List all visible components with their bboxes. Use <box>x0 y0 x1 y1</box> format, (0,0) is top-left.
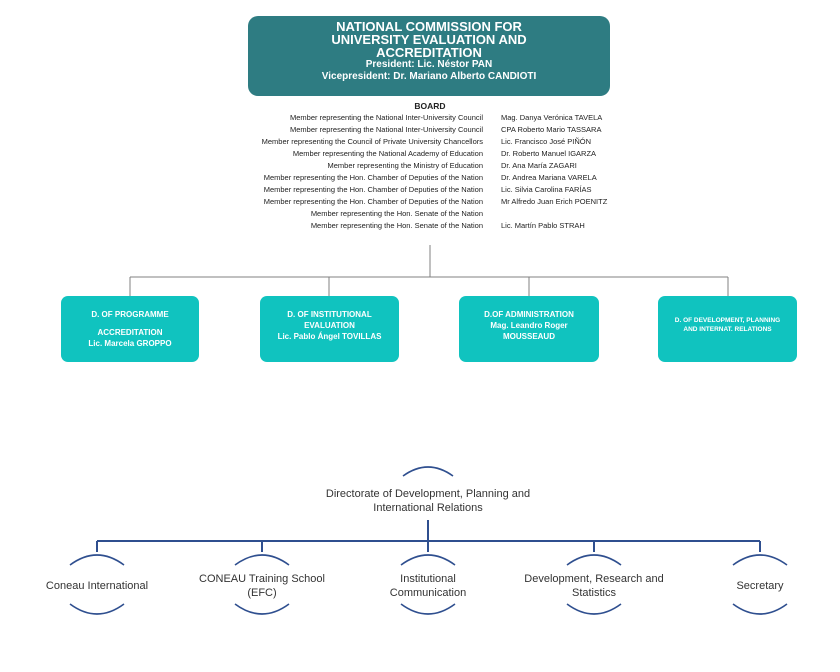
subchart-root-line2: International Relations <box>373 502 483 514</box>
board-role: Member representing the Hon. Chamber of … <box>263 185 483 194</box>
unit-label-line1: CONEAU Training School <box>199 573 325 585</box>
unit-arc-top-5 <box>732 554 788 566</box>
unit-label-line1: Development, Research and <box>524 573 664 585</box>
unit-development-research-statistics: Development, Research and Statistics <box>509 572 679 600</box>
board-role: Member representing the National Academy… <box>292 149 483 158</box>
directorate-development-line1: D. OF DEVELOPMENT, PLANNING <box>674 317 781 324</box>
commission-header-box: NATIONAL COMMISSION FOR UNIVERSITY EVALU… <box>248 16 610 96</box>
directorate-development-line2: AND INTERNAT. RELATIONS <box>683 326 772 333</box>
board-member-name: Dr. Ana María ZAGARI <box>501 161 577 170</box>
directorate-administration-head-line2: MOUSSEAUD <box>502 332 555 341</box>
directorate-programme-line2: ACCREDITATION <box>97 328 163 337</box>
board-roles-list: Member representing the National Inter-U… <box>150 112 483 232</box>
unit-arc-top-3 <box>400 554 456 566</box>
unit-institutional-communication: Institutional Communication <box>368 572 488 600</box>
directorate-administration-head-line1: Mag. Leandro Roger <box>490 321 568 330</box>
unit-label-line1: Coneau International <box>45 580 149 592</box>
commission-title-line2: UNIVERSITY EVALUATION AND <box>331 32 527 47</box>
board-member-name: CPA Roberto Mario TASSARA <box>501 125 602 134</box>
vicepresident-label: Vicepresident: Dr. Mariano Alberto CANDI… <box>321 71 537 82</box>
board-role: Member representing the Hon. Chamber of … <box>263 197 483 206</box>
unit-coneau-international: Coneau International <box>27 579 167 593</box>
unit-arc-top-4 <box>566 554 622 566</box>
directorate-programme-head: Lic. Marcela GROPPO <box>88 339 172 348</box>
unit-label-line1: Secretary <box>736 580 784 592</box>
directorate-administration-line1: D.OF ADMINISTRATION <box>484 310 574 319</box>
board-role: Member representing the National Inter-U… <box>289 125 483 134</box>
board-role: Member representing the National Inter-U… <box>289 113 483 122</box>
commission-title-line1: NATIONAL COMMISSION FOR <box>336 19 522 34</box>
board-role: Member representing the Hon. Senate of t… <box>310 221 483 230</box>
unit-arc-bottom-5 <box>732 603 788 615</box>
board-role: Member representing the Council of Priva… <box>261 137 483 146</box>
directorate-institutional-head: Lic. Pablo Ángel TOVILLAS <box>277 332 382 341</box>
unit-label-line2: Communication <box>389 587 467 599</box>
directorate-programme-line1: D. OF PROGRAMME <box>91 310 169 319</box>
unit-arc-bottom-1 <box>69 603 125 615</box>
unit-label-line2: (EFC) <box>247 587 277 599</box>
directorate-institutional-line1: D. OF INSTITUTIONAL <box>287 310 372 319</box>
board-member-name: Mr Alfredo Juan Erich POENITZ <box>501 197 608 206</box>
unit-label-line1: Institutional <box>400 573 456 585</box>
president-label: President: Lic. Néstor PAN <box>365 59 493 70</box>
board-member-name: Mag. Danya Verónica TAVELA <box>501 113 603 122</box>
unit-arc-bottom-3 <box>400 603 456 615</box>
board-member-name: Lic. Francisco José PIÑÓN <box>501 137 592 146</box>
unit-label-line2: Statistics <box>571 587 616 599</box>
subchart-root-line1: Directorate of Development, Planning and <box>325 488 531 500</box>
unit-secretary: Secretary <box>715 579 805 593</box>
unit-training-school: CONEAU Training School (EFC) <box>182 572 342 600</box>
board-title: BOARD <box>414 101 446 111</box>
board-role: Member representing the Ministry of Educ… <box>327 161 484 170</box>
directorate-development-box: D. OF DEVELOPMENT, PLANNING AND INTERNAT… <box>658 296 797 362</box>
unit-arc-bottom-2 <box>234 603 290 615</box>
board-member-name: Lic. Silvia Carolina FARÍAS <box>501 185 592 194</box>
directorate-institutional-line2: EVALUATION <box>304 321 355 330</box>
board-member-name: Lic. Martín Pablo STRAH <box>501 221 585 230</box>
directorate-institutional-box: D. OF INSTITUTIONAL EVALUATION Lic. Pabl… <box>260 296 399 362</box>
board-name-gap <box>501 208 701 220</box>
unit-arc-bottom-4 <box>566 603 622 615</box>
directorate-programme-box: D. OF PROGRAMME ACCREDITATION Lic. Marce… <box>61 296 199 362</box>
board-member-name: Dr. Roberto Manuel IGARZA <box>501 149 597 158</box>
subchart-root-label: Directorate of Development, Planning and… <box>318 487 538 515</box>
board-role: Member representing the Hon. Senate of t… <box>310 209 483 218</box>
unit-arc-top-2 <box>234 554 290 566</box>
unit-arc-top-1 <box>69 554 125 566</box>
directorate-administration-box: D.OF ADMINISTRATION Mag. Leandro Roger M… <box>459 296 599 362</box>
board-names-list: Mag. Danya Verónica TAVELA CPA Roberto M… <box>501 112 701 232</box>
root-arc-top <box>402 466 454 477</box>
commission-title-line3: ACCREDITATION <box>376 45 482 60</box>
board-member-name: Dr. Andrea Mariana VARELA <box>501 173 597 182</box>
board-role: Member representing the Hon. Chamber of … <box>263 173 483 182</box>
